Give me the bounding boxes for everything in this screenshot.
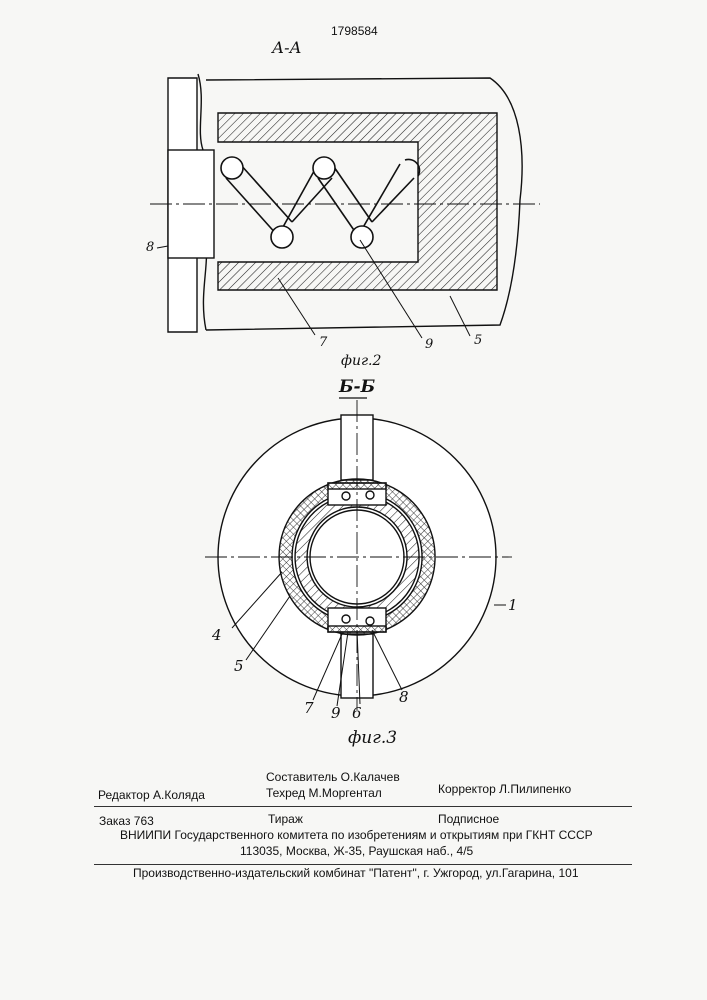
fig3-drawing: [205, 398, 512, 710]
fig2-callout-7: 7: [319, 335, 327, 350]
fig3-callout-8: 8: [399, 688, 409, 706]
fig3-callout-1: 1: [508, 596, 518, 614]
footer-subscription: Подписное: [438, 812, 499, 826]
footer-divider-2: [94, 864, 632, 865]
fig2-callout-9: 9: [425, 337, 433, 352]
footer-vniipi: ВНИИПИ Государственного комитета по изоб…: [120, 828, 593, 842]
footer-publisher: Производственно-издательский комбинат "П…: [133, 866, 579, 880]
fig3-callout-6: 6: [352, 704, 362, 722]
fig2-drawing: [150, 74, 540, 338]
fig3-caption: фиг.3: [348, 728, 397, 748]
fig2-spring: [221, 157, 420, 248]
footer-address: 113035, Москва, Ж-35, Раушская наб., 4/5: [240, 844, 473, 858]
footer-compiler: Составитель О.Калачев: [266, 770, 400, 784]
fig2-caption: фиг.2: [341, 353, 381, 369]
footer-circulation: Тираж: [268, 812, 303, 826]
footer-corrector: Корректор Л.Пилипенко: [438, 782, 571, 796]
fig3-callout-5: 5: [234, 657, 244, 675]
fig3-callout-4: 4: [212, 626, 222, 644]
footer-order: Заказ 763: [99, 814, 154, 828]
fig3-callout-7: 7: [304, 699, 314, 717]
footer-techred: Техред М.Моргентал: [266, 786, 382, 800]
fig3-callout-9: 9: [331, 704, 341, 722]
fig2-callout-8: 8: [146, 240, 154, 255]
footer-divider-1: [94, 806, 632, 807]
footer-editor: Редактор А.Коляда: [98, 788, 205, 802]
fig2-callout-5: 5: [474, 333, 482, 348]
